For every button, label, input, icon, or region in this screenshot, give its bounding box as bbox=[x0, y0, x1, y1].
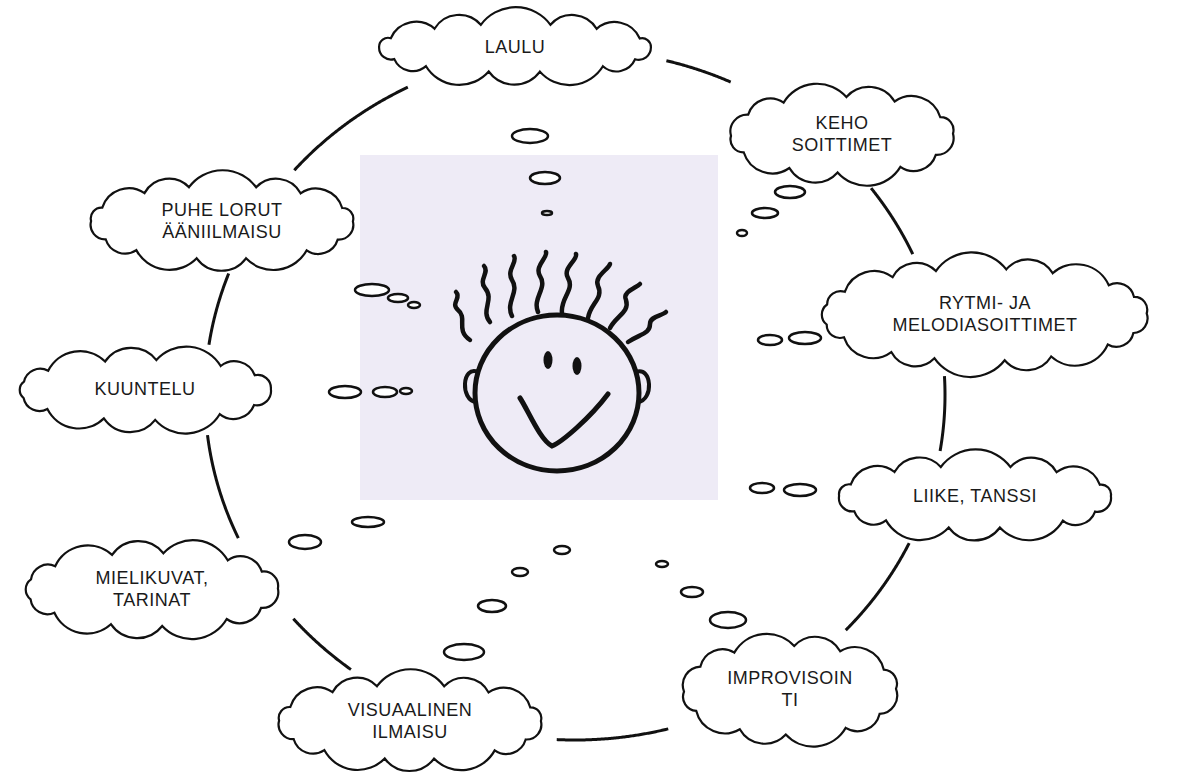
thought-bubble bbox=[681, 587, 703, 597]
cloud-shape bbox=[91, 170, 354, 271]
eye bbox=[544, 351, 553, 369]
hair-strand bbox=[510, 256, 515, 316]
cloud-content: PUHE LORUT ÄÄNIILMAISU bbox=[155, 200, 290, 244]
cloud-shape bbox=[839, 449, 1111, 540]
cloud-label: PUHE LORUT ÄÄNIILMAISU bbox=[155, 200, 290, 244]
cloud-label: RYTMI- JA MELODIASOITTIMET bbox=[870, 293, 1100, 337]
cloud-content: KUUNTELU bbox=[94, 379, 195, 401]
hair bbox=[455, 252, 666, 342]
cloud-content: MIELIKUVAT, TARINAT bbox=[87, 568, 217, 612]
hair-strand bbox=[455, 292, 470, 340]
thought-bubble bbox=[656, 561, 668, 567]
cloud-shape bbox=[20, 347, 271, 434]
hair-strand bbox=[483, 266, 490, 322]
cloud-label: VISUAALINEN ILMAISU bbox=[340, 700, 480, 744]
hair-strand bbox=[610, 284, 640, 328]
cloud-shape bbox=[730, 84, 953, 186]
ear bbox=[636, 371, 649, 402]
cloud-shape bbox=[683, 634, 897, 747]
ring-connector bbox=[940, 376, 945, 451]
cloud-content: KEHO SOITTIMET bbox=[782, 113, 902, 157]
cloud-node: RYTMI- JA MELODIASOITTIMET bbox=[809, 255, 1161, 374]
hair-strand bbox=[628, 312, 666, 342]
cloud-node: IMPROVISOIN TI bbox=[670, 632, 910, 749]
thought-bubble bbox=[750, 483, 774, 493]
cloud-node: KUUNTELU bbox=[5, 346, 285, 434]
thought-bubble bbox=[737, 230, 747, 236]
hair-strand bbox=[562, 254, 576, 313]
cloud-label: LAULU bbox=[485, 37, 546, 59]
eye bbox=[573, 357, 582, 375]
cloud-node: VISUAALINEN ILMAISU bbox=[265, 671, 555, 773]
thought-bubble bbox=[512, 568, 528, 576]
cloud-label: LIIKE, TANSSI bbox=[913, 486, 1037, 508]
thought-bubble bbox=[512, 129, 548, 143]
cloud-node: MIELIKUVAT, TARINAT bbox=[12, 539, 292, 640]
thought-bubble bbox=[710, 612, 746, 628]
cloud-label: MIELIKUVAT, TARINAT bbox=[87, 568, 217, 612]
ring-connector bbox=[666, 61, 730, 82]
cloud-content: RYTMI- JA MELODIASOITTIMET bbox=[870, 293, 1100, 337]
thought-bubble bbox=[530, 172, 560, 184]
thought-bubble bbox=[400, 388, 412, 394]
thought-bubble bbox=[388, 294, 408, 302]
ring-connector bbox=[293, 619, 351, 670]
cloud-content: LAULU bbox=[485, 37, 546, 59]
thought-bubbles bbox=[289, 129, 821, 660]
cloud-node: LIIKE, TANSSI bbox=[825, 452, 1125, 542]
cloud-content: VISUAALINEN ILMAISU bbox=[340, 700, 480, 744]
thought-bubble bbox=[789, 332, 821, 344]
cloud-content: LIIKE, TANSSI bbox=[913, 486, 1037, 508]
thought-bubble bbox=[329, 386, 361, 398]
cloud-shape bbox=[26, 541, 279, 640]
cloud-node: PUHE LORUT ÄÄNIILMAISU bbox=[77, 172, 367, 273]
picture-ground bbox=[360, 155, 718, 500]
thought-bubble bbox=[408, 302, 420, 308]
hair-strand bbox=[537, 252, 547, 312]
thought-bubble bbox=[478, 600, 506, 612]
ring-connector bbox=[871, 188, 913, 254]
thought-bubble bbox=[775, 186, 805, 198]
thought-bubble bbox=[784, 484, 816, 496]
thought-bubble bbox=[355, 284, 389, 296]
ring-connector bbox=[208, 435, 239, 538]
thought-bubble bbox=[289, 535, 321, 549]
ring-connector bbox=[294, 87, 408, 170]
thought-bubble bbox=[752, 208, 778, 218]
ring-connector bbox=[209, 274, 229, 345]
thought-bubble bbox=[373, 387, 397, 397]
cloud-label: KUUNTELU bbox=[94, 379, 195, 401]
cloud-node: LAULU bbox=[365, 10, 665, 86]
cloud-label: IMPROVISOIN TI bbox=[720, 668, 860, 712]
cloud-shape bbox=[379, 7, 651, 85]
thought-bubble bbox=[758, 335, 782, 345]
thought-bubble bbox=[352, 517, 384, 527]
ear bbox=[465, 371, 478, 402]
thought-bubble bbox=[554, 546, 570, 554]
thought-bubble bbox=[542, 211, 552, 215]
cloud-node: KEHO SOITTIMET bbox=[717, 83, 967, 187]
thought-bubble bbox=[444, 644, 484, 660]
face-outline bbox=[475, 315, 639, 471]
cloud-shape bbox=[279, 669, 542, 771]
ring-connector bbox=[557, 729, 669, 740]
smile bbox=[520, 394, 608, 446]
hair-strand bbox=[588, 264, 610, 318]
ring-connector bbox=[846, 543, 909, 630]
cloud-content: IMPROVISOIN TI bbox=[720, 668, 860, 712]
cloud-label: KEHO SOITTIMET bbox=[782, 113, 902, 157]
cloud-shape bbox=[822, 253, 1148, 378]
